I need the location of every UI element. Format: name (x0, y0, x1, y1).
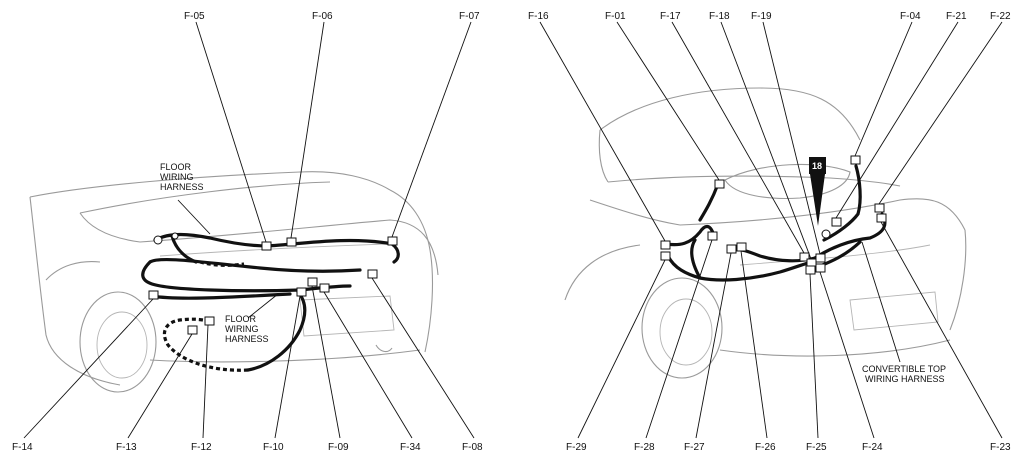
badge-18: 18 (809, 157, 826, 226)
label-f06: F-06 (312, 11, 333, 22)
label-f28: F-28 (634, 442, 655, 453)
label-f07: F-07 (459, 11, 480, 22)
connector-f21 (831, 217, 842, 227)
label-f12: F-12 (191, 442, 212, 453)
floor-harness-upper-line1: FLOOR (160, 162, 192, 172)
left-car-body (29, 171, 439, 393)
label-f21: F-21 (946, 11, 967, 22)
connector-f05 (261, 241, 272, 251)
floor-harness-lower-line3: HARNESS (225, 334, 269, 344)
right-connectors (660, 155, 887, 275)
connector-f26 (736, 242, 747, 252)
connector-f34 (319, 283, 330, 293)
label-f14: F-14 (12, 442, 33, 453)
floor-harness-lower-line1: FLOOR (225, 314, 257, 324)
label-f19: F-19 (751, 11, 772, 22)
connector-f27 (726, 244, 737, 254)
label-f10: F-10 (263, 442, 284, 453)
connector-f23 (876, 213, 887, 223)
connector-f25 (805, 265, 816, 275)
right-leader-lines (539, 21, 1003, 439)
connector-f10 (296, 287, 307, 297)
label-f18: F-18 (709, 11, 730, 22)
label-f24: F-24 (862, 442, 883, 453)
label-f08: F-08 (462, 442, 483, 453)
label-f22: F-22 (990, 11, 1011, 22)
left-floor-harness (141, 232, 400, 372)
connector-f14 (148, 290, 159, 300)
label-f17: F-17 (660, 11, 681, 22)
connector-f06 (286, 237, 297, 247)
connector-f12 (204, 316, 215, 326)
convertible-harness-line1: CONVERTIBLE TOP (862, 364, 946, 374)
connector-f19 (815, 253, 826, 263)
label-f04: F-04 (900, 11, 921, 22)
label-f13: F-13 (116, 442, 137, 453)
label-f01: F-01 (605, 11, 626, 22)
right-car-body (564, 87, 967, 379)
label-f34: F-34 (400, 442, 421, 453)
connector-f04 (850, 155, 861, 165)
connector-f28 (707, 231, 718, 241)
convertible-harness-line2: WIRING HARNESS (865, 374, 945, 384)
left-connectors (148, 232, 398, 335)
connector-f08 (367, 269, 378, 279)
left-leader-lines (23, 21, 475, 439)
connector-f07 (387, 236, 398, 246)
connector-f01 (714, 179, 725, 189)
connector-f13 (187, 325, 198, 335)
label-f27: F-27 (684, 442, 705, 453)
label-f09: F-09 (328, 442, 349, 453)
connector-f09 (307, 277, 318, 287)
right-convertible-harness (664, 164, 887, 282)
connector-f29 (660, 251, 671, 261)
connector-f24 (815, 263, 826, 273)
badge-18-text: 18 (812, 161, 822, 171)
label-f05: F-05 (184, 11, 205, 22)
floor-harness-upper-line2: WIRING (160, 172, 194, 182)
label-f29: F-29 (566, 442, 587, 453)
label-f25: F-25 (806, 442, 827, 453)
floor-harness-lower-line2: WIRING (225, 324, 259, 334)
label-f23: F-23 (990, 442, 1011, 453)
label-f26: F-26 (755, 442, 776, 453)
label-f16: F-16 (528, 11, 549, 22)
floor-harness-upper-line3: HARNESS (160, 182, 204, 192)
connector-f16 (660, 240, 671, 250)
connector-f17 (799, 252, 810, 262)
connector-f22 (874, 203, 885, 213)
